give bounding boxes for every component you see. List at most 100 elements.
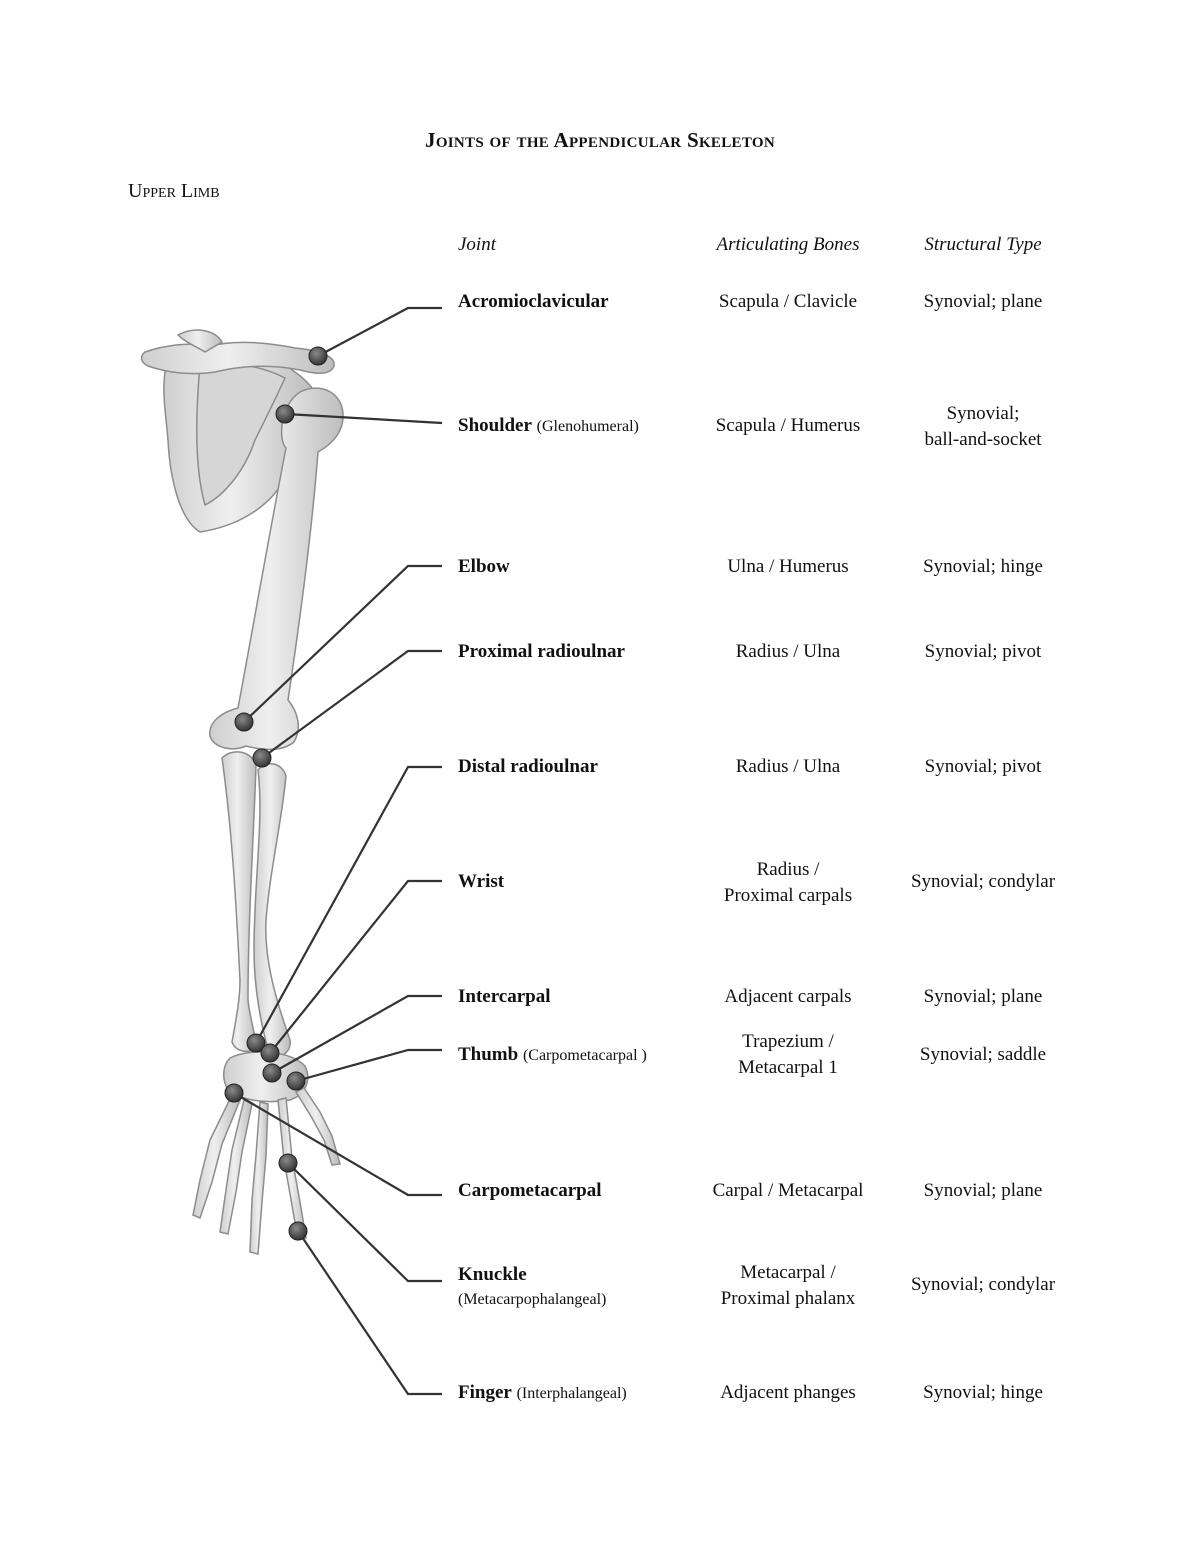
marker-proximal-radioulnar	[252, 748, 272, 768]
type-line: ball-and-socket	[924, 429, 1042, 450]
type-line: Synovial; condylar	[910, 1274, 1056, 1295]
joint-name: Knuckle	[458, 1264, 527, 1285]
marker-finger	[288, 1221, 308, 1241]
type-cell: Synovial; plane	[883, 1178, 1083, 1204]
leader-line-shoulder	[285, 412, 443, 425]
marker-elbow	[234, 712, 254, 732]
leader-line-distal-radioulnar	[255, 765, 442, 1044]
forearm-bones	[221, 751, 291, 1058]
bones-line: Scapula / Humerus	[715, 415, 861, 436]
joint-name: Carpometacarpal	[458, 1180, 602, 1201]
bones-cell: Metacarpal / Proximal phalanx	[688, 1260, 888, 1312]
leader-line-finger	[297, 1230, 442, 1396]
type-cell: Synovial; hinge	[883, 1380, 1083, 1406]
leader-line-wrist	[269, 879, 442, 1054]
marker-distal-radioulnar	[246, 1033, 266, 1053]
marker-wrist	[260, 1043, 280, 1063]
type-cell: Synovial; plane	[883, 984, 1083, 1010]
type-cell: Synovial; pivot	[883, 754, 1083, 780]
type-line: Synovial; hinge	[923, 556, 1043, 577]
humerus-bone	[209, 387, 344, 750]
bones-line: Metacarpal 1	[738, 1057, 838, 1078]
joint-cell: Intercarpal	[458, 984, 551, 1009]
marker-carpometacarpal	[224, 1083, 244, 1103]
leader-lines	[233, 306, 443, 1396]
joint-markers	[224, 346, 328, 1241]
bones-line: Metacarpal /	[740, 1262, 836, 1283]
type-line: Synovial; plane	[923, 1180, 1043, 1201]
joint-cell: Thumb (Carpometacarpal )	[458, 1042, 647, 1068]
bones-cell: Ulna / Humerus	[688, 554, 888, 580]
joint-name: Finger	[458, 1382, 512, 1403]
type-cell: Synovial; hinge	[883, 554, 1083, 580]
bones-line: Scapula / Clavicle	[718, 291, 858, 312]
bones-line: Proximal carpals	[723, 885, 853, 906]
joint-subname: (Glenohumeral)	[536, 418, 639, 435]
marker-intercarpal	[262, 1063, 282, 1083]
bones-line: Ulna / Humerus	[727, 556, 849, 577]
leader-line-thumb	[295, 1048, 442, 1083]
joint-subname: (Metacarpophalangeal)	[458, 1291, 607, 1308]
joint-subname: (Carpometacarpal )	[522, 1047, 647, 1064]
section-heading: Upper Limb	[128, 180, 220, 202]
leader-line-knuckle	[287, 1162, 442, 1283]
joint-name: Wrist	[458, 871, 505, 892]
joint-name: Distal radioulnar	[458, 756, 598, 777]
joint-cell: Carpometacarpal	[458, 1178, 602, 1203]
bones-line: Trapezium /	[742, 1031, 834, 1052]
joint-name: Shoulder	[458, 415, 532, 436]
joint-cell: Proximal radioulnar	[458, 639, 625, 664]
joint-cell: Shoulder (Glenohumeral)	[458, 413, 639, 439]
joint-cell: Distal radioulnar	[458, 754, 598, 779]
joint-name: Proximal radioulnar	[458, 641, 625, 662]
leader-line-elbow	[243, 564, 442, 723]
type-cell: Synovial; pivot	[883, 639, 1083, 665]
joint-cell: Finger (Interphalangeal)	[458, 1380, 627, 1406]
leader-line-intercarpal	[271, 994, 442, 1074]
type-cell: Synovial; ball-and-socket	[883, 401, 1083, 453]
type-line: Synovial; plane	[923, 291, 1043, 312]
leader-line-acromioclavicular	[317, 306, 442, 357]
bones-cell: Scapula / Humerus	[688, 413, 888, 439]
marker-knuckle	[278, 1153, 298, 1173]
type-line: Synovial; hinge	[923, 1382, 1043, 1403]
joint-name: Thumb	[458, 1044, 519, 1065]
leader-line-proximal-radioulnar	[261, 649, 442, 759]
column-header-bones: Articulating Bones	[716, 234, 860, 255]
bones-cell: Radius / Ulna	[688, 639, 888, 665]
column-header-joint: Joint	[458, 234, 496, 255]
joint-cell: Wrist	[458, 869, 504, 894]
joint-name: Elbow	[458, 556, 510, 577]
marker-shoulder	[275, 404, 295, 424]
bones-line: Proximal phalanx	[720, 1288, 856, 1309]
joint-subname: (Interphalangeal)	[516, 1385, 627, 1402]
joint-cell: Acromioclavicular	[458, 289, 609, 314]
joint-name: Intercarpal	[458, 986, 551, 1007]
bones-cell: Scapula / Clavicle	[688, 289, 888, 315]
bones-cell: Adjacent phanges	[688, 1380, 888, 1406]
hand-bones	[192, 1051, 341, 1255]
joint-cell: Elbow	[458, 554, 510, 579]
type-cell: Synovial; plane	[883, 289, 1083, 315]
bones-line: Carpal / Metacarpal	[712, 1180, 864, 1201]
type-cell: Synovial; condylar	[883, 1272, 1083, 1298]
clavicle-bone	[140, 329, 335, 375]
type-cell: Synovial; condylar	[883, 869, 1083, 895]
bones-cell: Radius / Ulna	[688, 754, 888, 780]
type-line: Synovial; saddle	[919, 1044, 1047, 1065]
column-header-type: Structural Type	[924, 234, 1042, 255]
bones-cell: Carpal / Metacarpal	[688, 1178, 888, 1204]
type-line: Synovial; pivot	[924, 641, 1042, 662]
bones-line: Radius /	[756, 859, 820, 880]
type-line: Synovial; pivot	[924, 756, 1042, 777]
bones-line: Radius / Ulna	[735, 756, 841, 777]
type-line: Synovial; condylar	[910, 871, 1056, 892]
bones-cell: Adjacent carpals	[688, 984, 888, 1010]
type-cell: Synovial; saddle	[883, 1042, 1083, 1068]
type-line: Synovial; plane	[923, 986, 1043, 1007]
joint-cell: Knuckle (Metacarpophalangeal)	[458, 1262, 606, 1312]
bones-cell: Trapezium / Metacarpal 1	[688, 1029, 888, 1081]
bones-line: Adjacent carpals	[724, 986, 852, 1007]
marker-thumb	[286, 1071, 306, 1091]
